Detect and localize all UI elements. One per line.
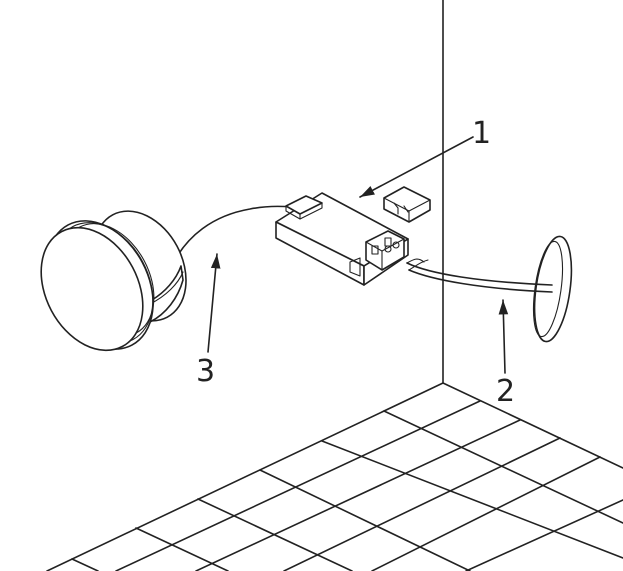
wall-corner bbox=[46, 0, 623, 571]
callout-number-2: 2 bbox=[496, 374, 515, 409]
light-fixture bbox=[40, 210, 187, 352]
led-driver bbox=[275, 192, 409, 286]
driver-arrow bbox=[359, 136, 474, 198]
mains-cable-arrow bbox=[498, 299, 509, 374]
callout-arrows bbox=[207, 136, 509, 374]
light-cable-arrow bbox=[207, 253, 221, 353]
light-cable bbox=[175, 205, 293, 259]
floor-tiles bbox=[71, 400, 623, 571]
callout-number-3: 3 bbox=[196, 354, 215, 389]
terminal-cover bbox=[383, 186, 431, 223]
callout-number-1: 1 bbox=[472, 116, 491, 151]
wall-opening bbox=[532, 235, 573, 343]
mains-cable bbox=[406, 258, 553, 293]
